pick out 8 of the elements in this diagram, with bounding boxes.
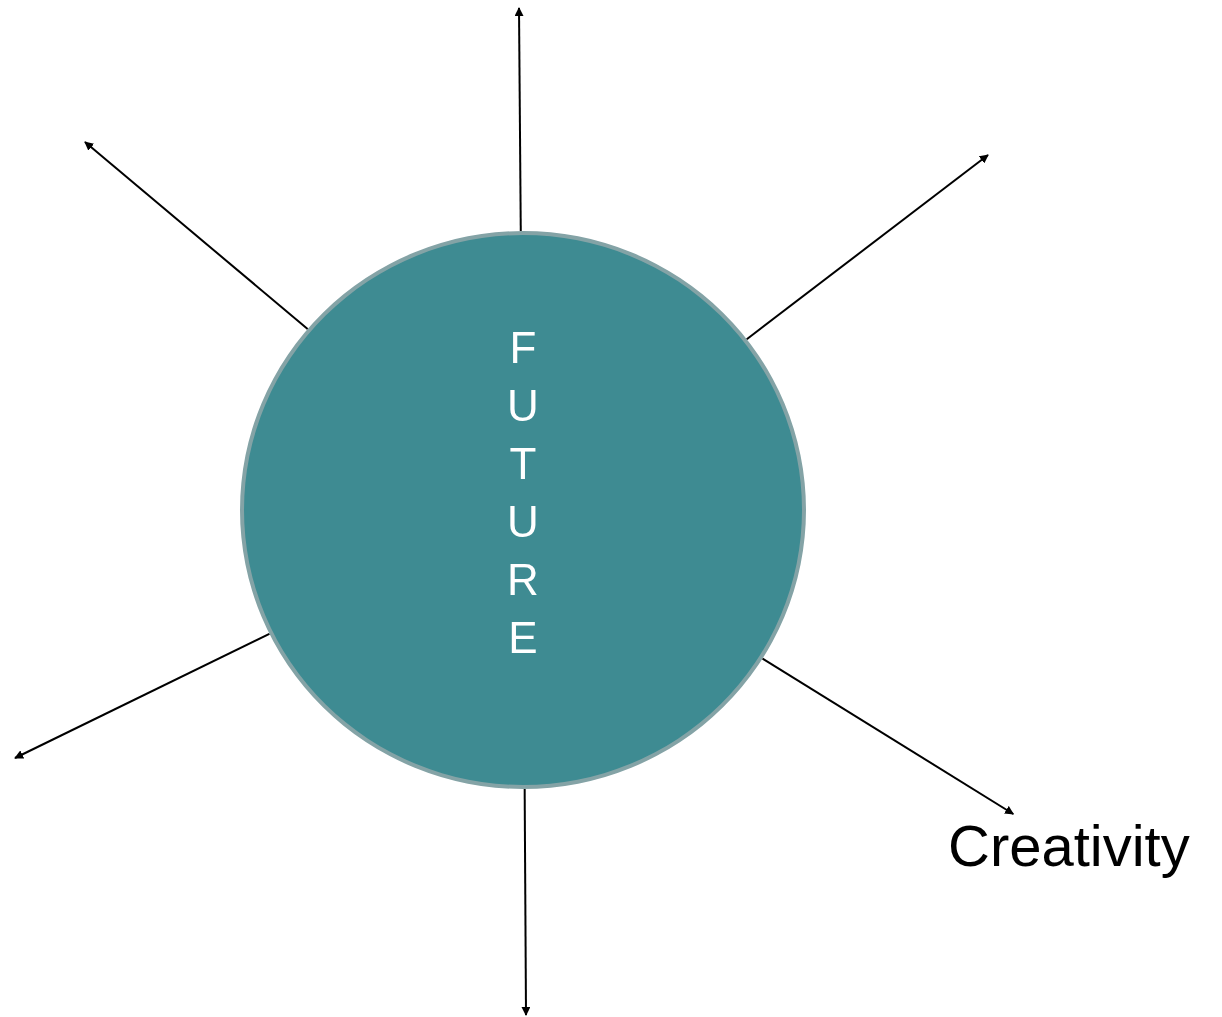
arrow xyxy=(14,632,271,759)
arrow xyxy=(745,154,989,341)
vertical-label: FUTURE xyxy=(506,322,540,664)
arrow xyxy=(521,788,531,1016)
arrow xyxy=(84,141,309,331)
arrow xyxy=(514,7,524,232)
node-label: Creativity xyxy=(948,814,1190,878)
arrow xyxy=(761,657,1015,815)
